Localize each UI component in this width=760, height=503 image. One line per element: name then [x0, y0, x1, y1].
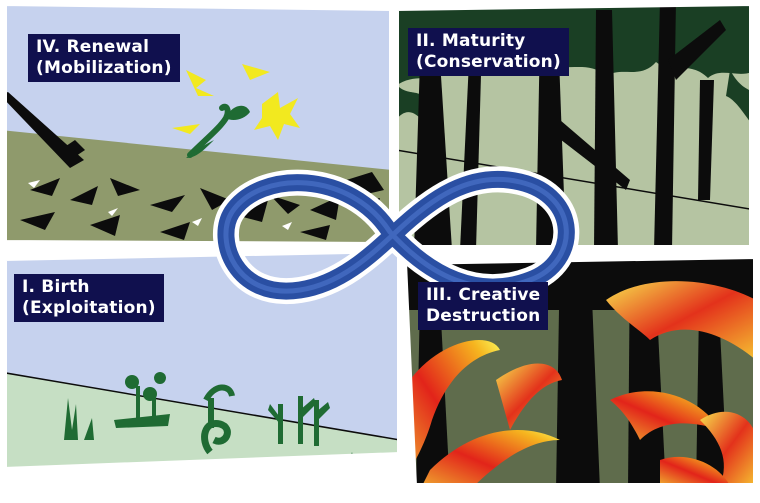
- panel-renewal: [4, 3, 392, 245]
- label-maturity-subtitle: (Conservation): [416, 52, 561, 72]
- starburst-icon: [172, 64, 300, 140]
- panel-borders: [0, 0, 759, 489]
- label-renewal-subtitle: (Mobilization): [36, 58, 172, 78]
- label-maturity-title: II. Maturity: [416, 31, 526, 51]
- label-renewal: IV. Renewal (Mobilization): [28, 34, 180, 82]
- seedlings: [64, 372, 362, 470]
- infinity-loop-icon: [212, 166, 580, 305]
- label-destruction-subtitle: Destruction: [426, 306, 541, 326]
- label-birth-title: I. Birth: [22, 277, 90, 297]
- label-destruction: III. Creative Destruction: [418, 282, 549, 330]
- label-maturity: II. Maturity (Conservation): [408, 28, 569, 76]
- flower-icon: [114, 372, 170, 428]
- label-birth: I. Birth (Exploitation): [14, 274, 164, 322]
- flame-icon: [404, 281, 756, 486]
- label-destruction-title: III. Creative: [426, 285, 541, 305]
- label-birth-subtitle: (Exploitation): [22, 298, 156, 318]
- label-renewal-title: IV. Renewal: [36, 37, 150, 57]
